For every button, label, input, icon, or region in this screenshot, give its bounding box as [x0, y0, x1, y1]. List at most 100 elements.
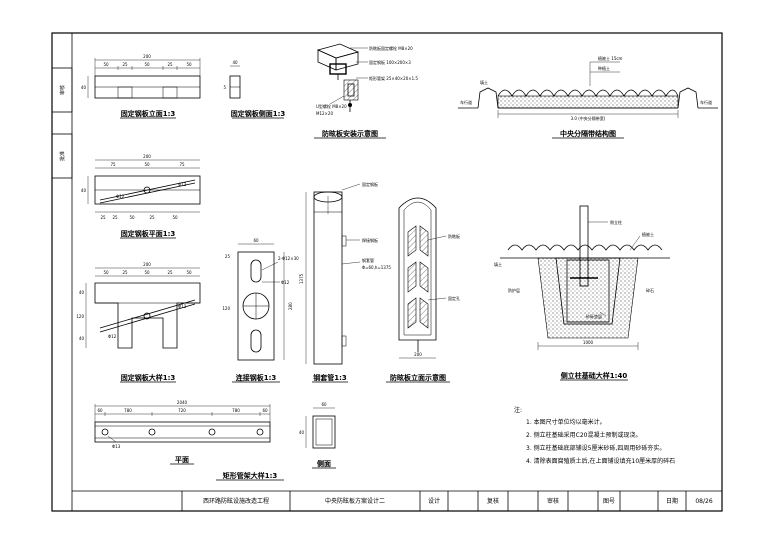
fixed-detail-dim-i: 40	[79, 290, 85, 295]
fixed-plan-dim-g: 25	[149, 215, 155, 220]
tb-drawing: 中央防眩板方案设计二	[325, 497, 385, 505]
fixed-front-dim-total: 200	[143, 54, 151, 59]
sleeve-label-plate: 固定钢板	[362, 181, 378, 187]
install-label-tube: 矩形管架 25×40×20×1.5	[369, 75, 418, 81]
sleeve-label-tube: 钢套管	[362, 257, 374, 263]
tb-review: 复核	[487, 497, 499, 505]
tube-dim-e: 60	[262, 408, 268, 413]
title-block: 西环路防眩设施改造工程 中央防眩板方案设计二 设计 复核 审核 图号 日期 08…	[72, 490, 722, 511]
panel-elevation-view: 防眩板 固定孔 200	[398, 197, 460, 359]
found-label-protect: 防护层	[508, 287, 520, 293]
rect-tube-view: 2040 60 780 720 780 60 Φ13	[94, 400, 271, 449]
tube-dim-b: 780	[124, 408, 132, 413]
caption-fixed-front: 固定钢板立面1:3	[121, 109, 176, 118]
note-item-3: 3. 侧立柱基础底部铺设5厘米砂砾,四周用砂砾夯实。	[526, 444, 665, 452]
side-dim-w: 60	[321, 402, 327, 407]
notes-block: 注: 1. 本图尺寸单位均以毫米计。 2. 侧立柱基础采用C20混凝土预制或现浇…	[514, 406, 675, 465]
fixed-detail-dim-c: 50	[144, 270, 150, 275]
tb-design: 设计	[428, 497, 440, 505]
caption-plan: 平面	[175, 456, 189, 464]
caption-connect-plate: 连接钢板1:3	[236, 373, 277, 382]
sleeve-dim-h: 1375	[299, 273, 304, 284]
fixed-detail-dim-j: 40	[79, 336, 85, 341]
fixed-plan-dim-w: 40	[81, 188, 87, 193]
connect-dim-hole: Φ12	[281, 280, 290, 285]
fixed-plan-dim-f: 50	[129, 215, 135, 220]
fixed-plan-dim-d: 25	[100, 215, 106, 220]
tb-audit: 审核	[547, 497, 559, 505]
median-label-road-r: 车行道	[700, 99, 712, 105]
found-label-veg: 植被土	[642, 231, 654, 237]
tb-project: 西环路防眩设施改造工程	[203, 497, 269, 505]
caption-install: 防眩板安装示意图	[322, 129, 378, 138]
panel-label-hole: 固定孔	[448, 295, 460, 301]
fixed-front-dim-d: 25	[167, 62, 173, 67]
fixed-detail-hole-2: Φ12	[178, 304, 187, 309]
fixed-plan-dim-total: 200	[143, 154, 151, 159]
fixed-front-dim-c: 50	[144, 62, 150, 67]
tube-dim-c: 720	[178, 408, 186, 413]
caption-fixed-plan: 固定钢板平面1:3	[121, 229, 176, 238]
fixed-front-dim-h: 40	[81, 85, 87, 90]
median-strip-section: 植被土 15cm 种植土 填土 车行道 车行道 3.0 (中央分隔带宽)	[458, 55, 718, 121]
fixed-front-dim-e: 50	[186, 62, 192, 67]
caption-sleeve: 钢套管1:3	[313, 373, 347, 382]
sleeve-label-spec: Φ=60,h=1375	[362, 265, 391, 270]
left-tab-2: 批准	[59, 151, 66, 161]
side-dim-h: 40	[299, 430, 305, 435]
left-tab-1-box	[51, 67, 73, 113]
panel-label-board: 防眩板	[448, 233, 460, 239]
connect-plate-view: 60 25 2-Φ12×30 Φ12 280 120	[222, 238, 299, 361]
fixed-plan-dim-b: 50	[144, 162, 150, 167]
panel-dim-w: 200	[414, 352, 422, 357]
fixed-detail-dim-a: 50	[103, 270, 109, 275]
fixed-plan-dim-h: 50	[172, 215, 178, 220]
fixed-side-dim-w: 40	[232, 60, 238, 65]
caption-rect-tube: 矩形管架大样1:3	[223, 471, 278, 480]
tube-dim-d: 780	[232, 408, 240, 413]
found-label-fill-l: 填土	[494, 261, 502, 267]
caption-panel-elev: 防眩板立面示意图	[390, 373, 446, 382]
fixed-front-dim-a: 50	[103, 62, 109, 67]
found-label-post: 侧立柱	[610, 219, 622, 225]
tb-sheet: 08/26	[695, 498, 712, 505]
caption-fixed-detail: 固定钢板大样1:3	[121, 373, 176, 382]
fixed-side-dim-t: 5	[223, 85, 226, 90]
fixed-front-view: 200 50 25 50 25 50 40	[81, 54, 201, 99]
note-item-2: 2. 侧立柱基础采用C20混凝土预制或现浇。	[526, 431, 641, 439]
fixed-plan-dim-a: 75	[110, 162, 116, 167]
install-label-m12: M12×20	[316, 111, 333, 116]
connect-dim-top: 25	[225, 254, 231, 259]
median-label-soil: 种植土	[598, 65, 610, 71]
fixed-plan-dim-c: 75	[179, 162, 185, 167]
sheet-outer-border	[51, 32, 723, 512]
fixed-plan-hole-2: Φ12	[178, 182, 187, 187]
post-foundation-view: 侧立柱 植被土 砂砾垫层 填土 碎石 防护层 1000	[494, 205, 670, 350]
fixed-detail-view: 200 50 25 50 25 50 120 40 40 Φ12 Φ12	[76, 262, 201, 349]
notes-title: 注:	[514, 406, 522, 414]
fixed-detail-dim-d: 25	[167, 270, 173, 275]
caption-side: 侧面	[317, 459, 331, 468]
tb-date: 日期	[666, 497, 678, 505]
steel-sleeve-view: 固定钢板 焊接钢板 钢套管 Φ=60,h=1375 1375	[299, 181, 391, 365]
caption-median: 中央分隔带结构图	[560, 129, 616, 138]
tube-dim-a: 60	[97, 408, 103, 413]
tb-drawing-no: 图号	[603, 498, 615, 505]
median-label-veg: 植被土 15cm	[598, 55, 623, 61]
connect-dim-mid: 120	[222, 306, 230, 311]
connect-dim-h: 280	[288, 302, 293, 310]
install-label-ubolt: U型螺栓 M8×20	[316, 103, 347, 109]
fixed-detail-dim-h: 120	[76, 314, 84, 319]
install-label-bolt: 防眩板固定螺栓 M8×20	[369, 45, 413, 51]
left-tab-1: 审核	[59, 85, 66, 95]
median-label-fill: 填土	[480, 79, 488, 85]
caption-post-foundation: 侧立柱基础大样1:40	[561, 371, 628, 380]
install-schematic: 防眩板固定螺栓 M8×20 固定钢板 100×200×3 矩形管架 25×40×…	[316, 43, 418, 116]
fixed-plan-view: 200 75 50 75 25 25 50 25 50 40 Φ12 Φ12	[81, 154, 201, 220]
fixed-plan-hole-1: Φ12	[116, 194, 125, 199]
fixed-detail-dim-b: 25	[122, 270, 128, 275]
note-item-1: 1. 本图尺寸单位均以毫米计。	[526, 418, 606, 426]
found-label-stone: 碎石	[646, 287, 654, 293]
left-tab-2-box	[51, 133, 73, 179]
